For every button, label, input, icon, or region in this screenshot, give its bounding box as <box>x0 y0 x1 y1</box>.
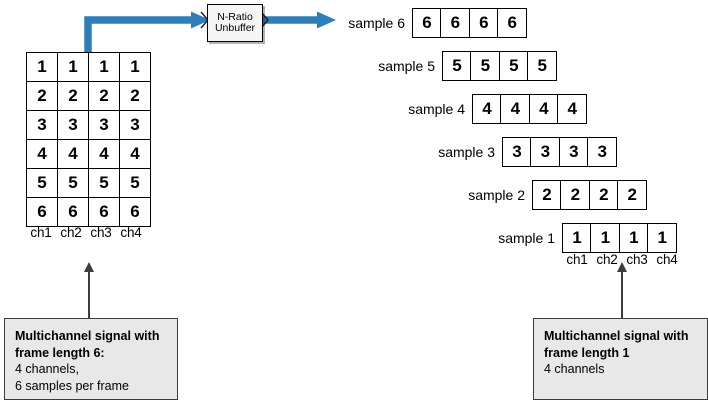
input-matrix-cell: 5 <box>88 168 120 198</box>
sample-cell: 5 <box>498 51 529 81</box>
sample-cell: 6 <box>497 8 528 38</box>
channel-label: ch2 <box>596 252 618 267</box>
sample-cell: 1 <box>562 223 592 253</box>
sample-cell: 5 <box>442 51 472 81</box>
sample-row-label: sample 3 <box>438 144 495 160</box>
sample-row-label: sample 4 <box>408 101 465 117</box>
block-label-line2: Unbuffer <box>214 22 256 34</box>
channel-label: ch4 <box>120 225 142 240</box>
right-caption-arrow-icon <box>616 262 627 272</box>
sample-cell: 5 <box>470 51 501 81</box>
right-caption-bold-line2: frame length 1 <box>544 345 630 360</box>
input-matrix-cell: 6 <box>26 197 58 227</box>
left-caption-bold-line2: frame length 6: <box>15 345 105 360</box>
input-channel-labels: ch1 ch2 ch3 ch4 <box>26 225 146 240</box>
output-channel-labels: ch1 ch2 ch3 ch4 <box>562 252 682 267</box>
sample-cell: 2 <box>560 180 591 210</box>
sample-cell: 1 <box>618 223 649 253</box>
sample-cell: 2 <box>617 180 648 210</box>
sample-cell: 3 <box>502 137 532 167</box>
input-matrix-cell: 6 <box>57 197 89 227</box>
left-caption-box: Multichannel signal with frame length 6:… <box>4 318 178 400</box>
sample-cell: 4 <box>528 94 559 124</box>
right-caption-box: Multichannel signal with frame length 1 … <box>533 318 708 400</box>
sample-cell: 2 <box>588 180 619 210</box>
left-caption-connector-line <box>88 272 90 318</box>
sample-cell: 6 <box>412 8 442 38</box>
sample-cell: 4 <box>500 94 531 124</box>
input-matrix-cell: 5 <box>26 168 58 198</box>
sample-cell: 2 <box>532 180 562 210</box>
left-caption-arrow-icon <box>83 262 94 272</box>
sample-cell: 4 <box>472 94 502 124</box>
sample-cell: 6 <box>440 8 471 38</box>
sample-row-label: sample 5 <box>378 58 435 74</box>
channel-label: ch2 <box>60 225 82 240</box>
sample-cell: 5 <box>527 51 558 81</box>
sample-cell: 4 <box>557 94 588 124</box>
input-matrix-cell: 5 <box>57 168 89 198</box>
n-ratio-unbuffer-block[interactable]: N-Ratio Unbuffer <box>207 4 263 42</box>
input-matrix-cell: 3 <box>57 110 89 140</box>
input-matrix-cell: 1 <box>26 52 58 82</box>
sample-cell: 3 <box>558 137 589 167</box>
sample-cell: 3 <box>530 137 561 167</box>
right-caption-bold-line1: Multichannel signal with <box>544 329 689 343</box>
channel-label: ch3 <box>626 252 648 267</box>
left-caption-bold-line1: Multichannel signal with <box>15 329 160 343</box>
input-matrix-cell: 6 <box>119 197 151 227</box>
sample-row-label: sample 1 <box>498 230 555 246</box>
sample-cell: 1 <box>647 223 678 253</box>
left-caption-line4: 6 samples per frame <box>15 378 129 393</box>
right-caption-connector-line <box>621 272 623 318</box>
sample-cell: 3 <box>587 137 618 167</box>
channel-label: ch3 <box>90 225 112 240</box>
sample-cell: 6 <box>468 8 499 38</box>
input-matrix-cell: 2 <box>57 81 89 111</box>
input-matrix-cell: 4 <box>119 139 151 169</box>
input-matrix-cell: 5 <box>119 168 151 198</box>
channel-label: ch1 <box>30 225 52 240</box>
left-caption-line3: 4 channels, <box>15 362 79 377</box>
block-label-line1: N-Ratio <box>217 11 253 24</box>
sample-row-label: sample 6 <box>348 15 405 31</box>
right-caption-line3: 4 channels <box>544 362 605 377</box>
input-matrix-cell: 4 <box>26 139 58 169</box>
input-matrix-cell: 2 <box>26 81 58 111</box>
sample-cell: 1 <box>590 223 621 253</box>
channel-label: ch4 <box>656 252 678 267</box>
sample-row-label: sample 2 <box>468 187 525 203</box>
channel-label: ch1 <box>566 252 588 267</box>
